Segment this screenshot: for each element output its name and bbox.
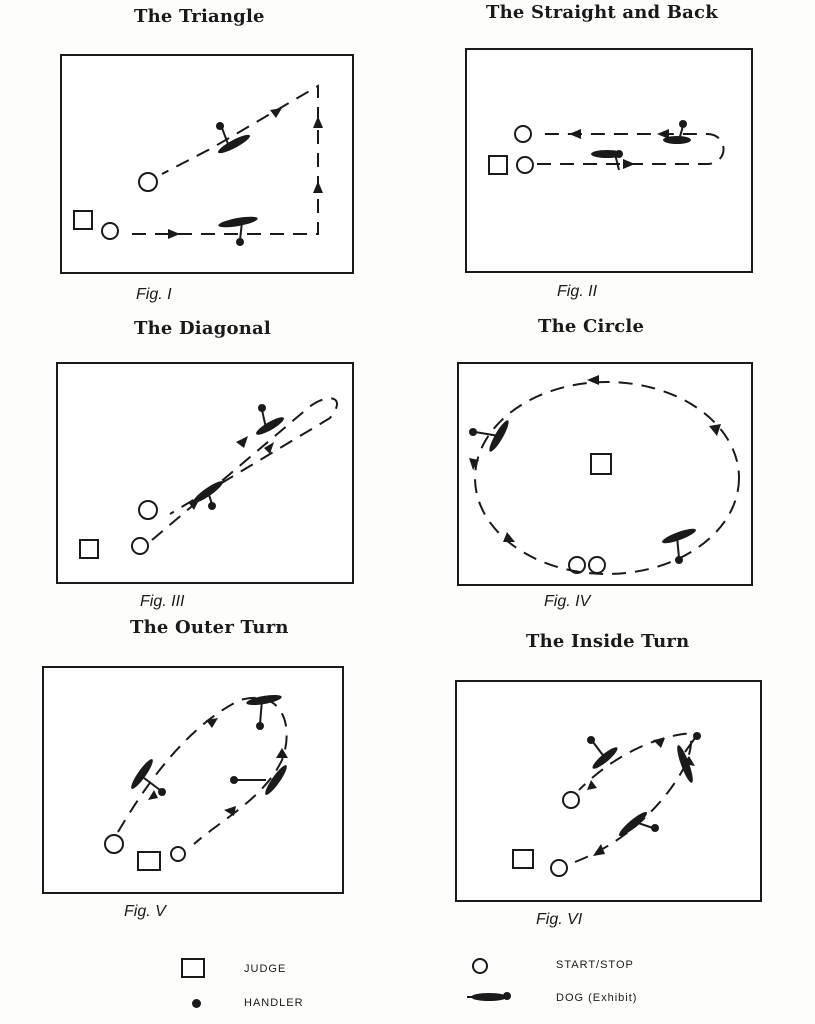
handler-figure bbox=[236, 221, 244, 246]
caption-fig-6: Fig. VI bbox=[536, 911, 583, 928]
judge-marker bbox=[137, 851, 161, 871]
legend-start-stop-label: START/STOP bbox=[556, 959, 634, 971]
stop-marker bbox=[138, 172, 158, 192]
handler-figure bbox=[675, 535, 683, 564]
stop-marker bbox=[514, 125, 532, 143]
judge-marker bbox=[590, 453, 612, 475]
dog-figure bbox=[662, 528, 696, 544]
handler-figure bbox=[634, 821, 659, 832]
caption-fig-4: Fig. IV bbox=[544, 593, 591, 610]
caption-fig-2: Fig. II bbox=[557, 283, 598, 300]
handler-figure bbox=[256, 699, 264, 730]
handler-dot-icon bbox=[192, 999, 201, 1008]
legend-judge-label: JUDGE bbox=[244, 963, 287, 975]
start-marker bbox=[550, 859, 568, 877]
handler-figure bbox=[258, 404, 267, 429]
start-marker bbox=[101, 222, 119, 240]
start-stop-circle-icon bbox=[472, 958, 488, 974]
title-straight-and-back: The Straight and Back bbox=[486, 2, 718, 23]
judge-marker bbox=[79, 539, 99, 559]
dog-figure bbox=[618, 812, 648, 836]
dog-figure bbox=[256, 417, 284, 435]
title-diagonal: The Diagonal bbox=[134, 318, 271, 339]
start-marker bbox=[516, 156, 534, 174]
figure-triangle bbox=[60, 54, 354, 274]
title-triangle: The Triangle bbox=[134, 6, 265, 27]
stop-marker bbox=[588, 556, 606, 574]
caption-fig-1: Fig. I bbox=[136, 286, 172, 303]
caption-fig-3: Fig. III bbox=[140, 593, 185, 610]
handler-figure bbox=[216, 122, 229, 145]
dog-silhouette-icon bbox=[465, 990, 513, 1004]
dog-figure bbox=[131, 759, 153, 789]
figure-diagonal bbox=[56, 362, 354, 584]
title-circle: The Circle bbox=[538, 316, 645, 337]
figure-straight-and-back bbox=[465, 48, 753, 273]
start-marker bbox=[104, 834, 124, 854]
caption-fig-5: Fig. V bbox=[124, 903, 166, 920]
handler-figure bbox=[143, 777, 166, 796]
dog-figure bbox=[218, 216, 258, 228]
handler-figure bbox=[230, 776, 266, 784]
start-marker bbox=[131, 537, 149, 555]
figure-inside-turn bbox=[455, 680, 762, 902]
dog-figure bbox=[217, 134, 251, 154]
title-outer-turn: The Outer Turn bbox=[130, 617, 289, 638]
judge-marker bbox=[73, 210, 93, 230]
start-marker bbox=[568, 556, 586, 574]
dog-figure bbox=[246, 694, 282, 706]
judge-marker bbox=[512, 849, 534, 869]
legend-dog-label: DOG (Exhibit) bbox=[556, 992, 638, 1004]
dog-figure bbox=[663, 136, 691, 144]
handler-figure bbox=[469, 428, 500, 437]
handler-figure bbox=[678, 120, 687, 141]
stop-marker bbox=[138, 500, 158, 520]
legend-handler-label: HANDLER bbox=[244, 997, 304, 1009]
handler-figure bbox=[207, 491, 216, 510]
figure-circle bbox=[457, 362, 753, 586]
figure-outer-turn bbox=[42, 666, 344, 894]
handler-figure bbox=[587, 736, 606, 759]
stop-marker bbox=[170, 846, 186, 862]
handler-figure bbox=[614, 150, 623, 171]
stop-marker bbox=[562, 791, 580, 809]
judge-square-icon bbox=[181, 958, 205, 978]
judge-marker bbox=[488, 155, 508, 175]
dog-figure bbox=[677, 745, 693, 783]
handler-figure bbox=[684, 732, 701, 753]
title-inside-turn: The Inside Turn bbox=[526, 631, 690, 652]
dog-figure bbox=[265, 765, 287, 795]
